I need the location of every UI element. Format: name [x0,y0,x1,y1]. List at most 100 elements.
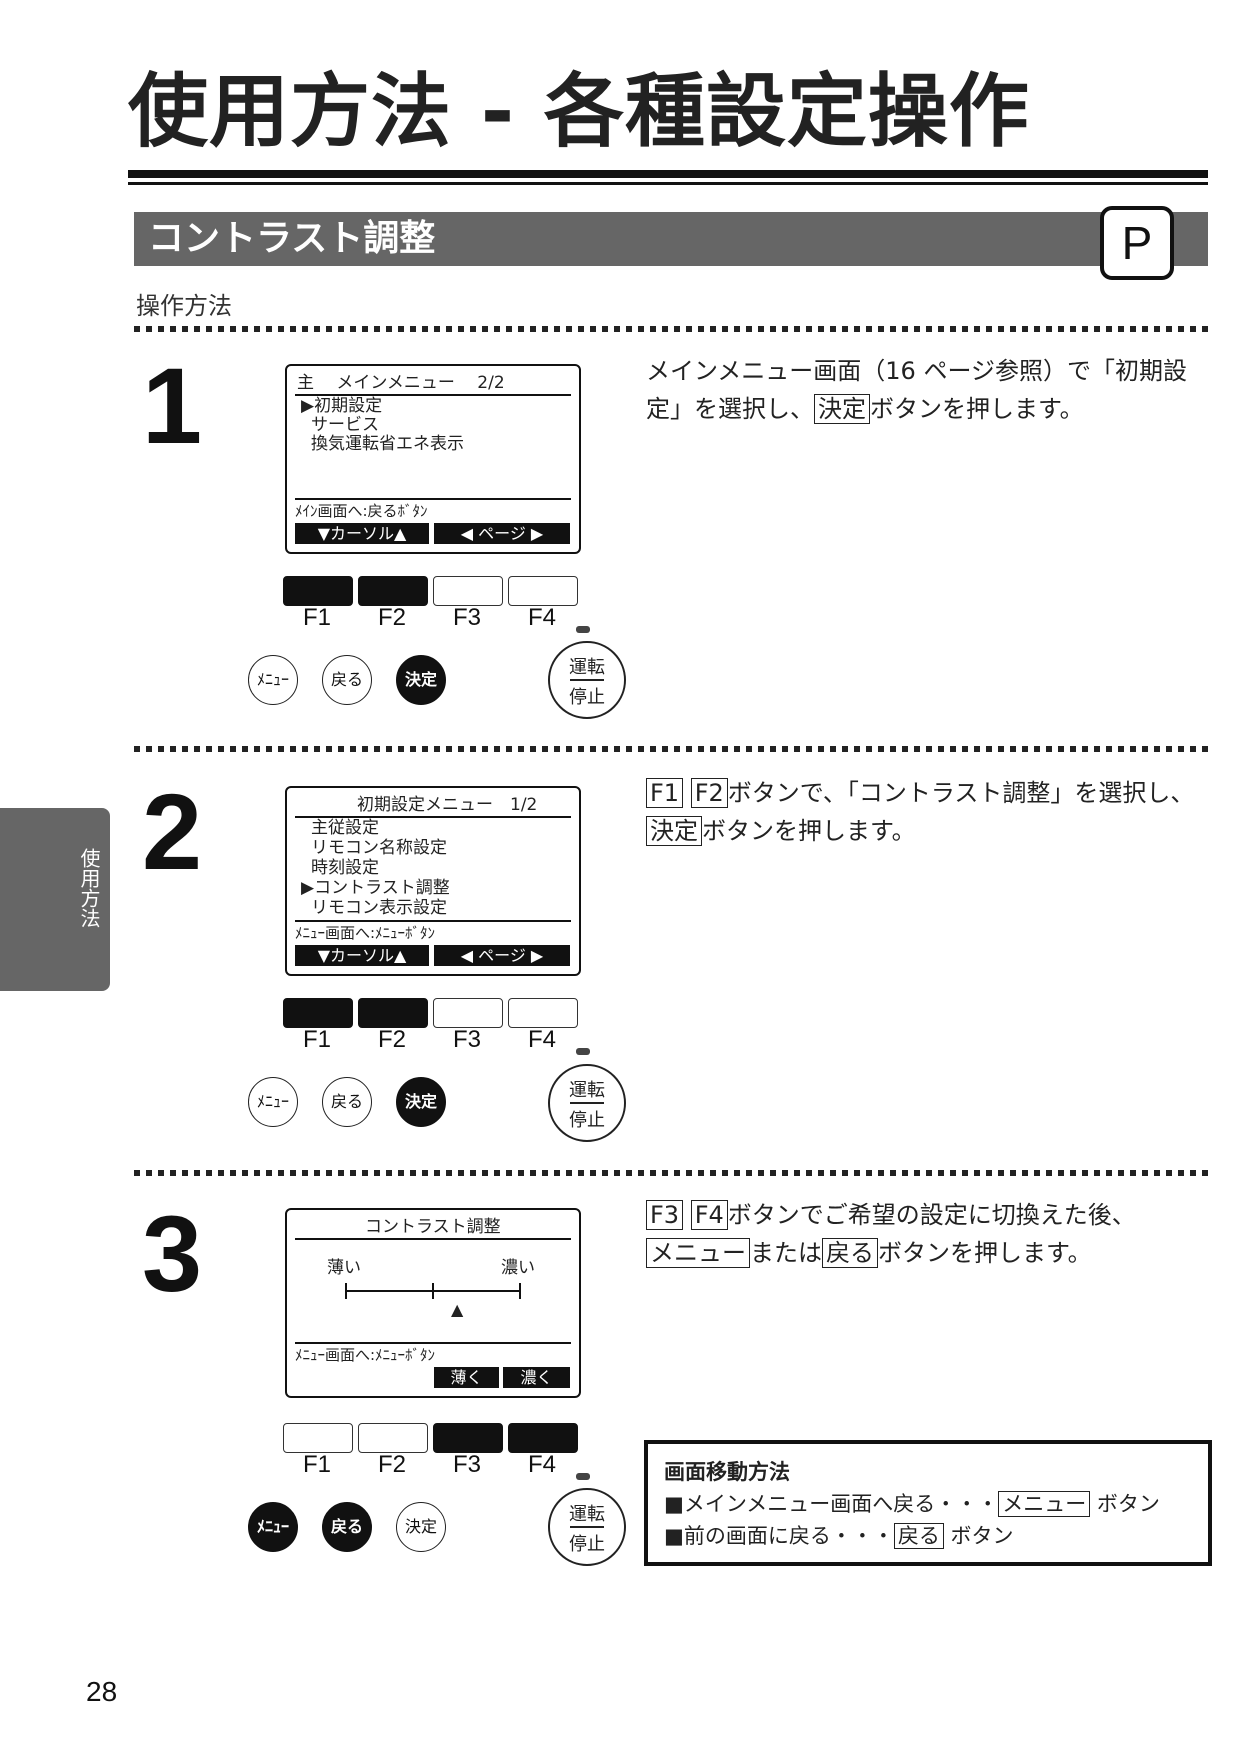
lcd-fbar-page: ◀ ページ ▶ [434,945,570,966]
lcd-fbar-darker: 濃く [503,1367,570,1388]
enter-key-label: 決定 [814,394,870,424]
run-stop-button[interactable]: 運転 停止 [548,1064,626,1142]
contrast-scale-tick [345,1283,347,1299]
f1-key[interactable] [283,576,353,606]
lcd-item: 主従設定 [311,818,379,838]
run-stop-separator [570,1102,604,1104]
lcd-divider [295,920,571,922]
desc-text: ボタンで、「コントラスト調整」を選択し、 [727,779,1195,807]
lcd-screen-main-menu: 主 メインメニュー 2/2 ▶初期設定 サービス 換気運転省エネ表示 ﾒｲﾝ画面… [285,364,581,554]
operation-subheading: 操作方法 [136,292,232,320]
f2-key[interactable] [358,998,428,1028]
f4-key[interactable] [508,576,578,606]
led-indicator [576,626,590,633]
desc-text: ボタンを押します。 [702,817,916,845]
side-tab [0,808,110,991]
f3-key[interactable] [433,1423,503,1453]
f3-label: F3 [452,1451,481,1478]
page-number: 28 [86,1676,118,1707]
title-rule-thin [128,182,1208,185]
desc-text: ボタンを押します。 [870,395,1084,423]
f1-key[interactable] [283,1423,353,1453]
f1-label: F1 [302,1451,331,1478]
desc-text: または [750,1239,822,1267]
enter-button[interactable]: 決定 [396,1077,446,1127]
f1-label: F1 [302,1026,331,1053]
led-indicator [576,1048,590,1055]
lcd-divider [295,1342,571,1344]
f3-key[interactable] [433,998,503,1028]
back-key-label: 戻る [893,1523,944,1549]
lcd-screen-initial-settings: 初期設定メニュー 1/2 主従設定 リモコン名称設定 時刻設定 ▶コントラスト調… [285,786,581,976]
f2-label: F2 [377,1026,406,1053]
run-stop-button[interactable]: 運転 停止 [548,641,626,719]
lcd-divider [295,498,571,500]
lcd-footer: ﾒﾆｭｰ画面へ:ﾒﾆｭｰﾎﾞﾀﾝ [295,924,436,942]
run-label: 運転 [569,657,605,678]
side-tab-label: 使用方法 [77,848,101,928]
f4-label: F4 [527,604,556,631]
f4-key-label: F4 [690,1200,728,1230]
section-title: コントラスト調整 [148,218,436,259]
f1-label: F1 [302,604,331,631]
f3-key[interactable] [433,576,503,606]
contrast-light-label: 薄い [327,1258,361,1278]
info-text: ■前の画面に戻る・・・ [664,1524,894,1548]
enter-button[interactable]: 決定 [396,655,446,705]
led-indicator [576,1473,590,1480]
enter-button[interactable]: 決定 [396,1502,446,1552]
back-button[interactable]: 戻る [322,1502,372,1552]
back-button[interactable]: 戻る [322,1077,372,1127]
f4-label: F4 [527,1451,556,1478]
lcd-item: ▶コントラスト調整 [301,878,450,898]
info-text: ■メインメニュー画面へ戻る・・・ [664,1492,999,1516]
info-box-title: 画面移動方法 [664,1460,790,1484]
stop-label: 停止 [569,687,605,708]
screen-navigation-box: 画面移動方法 ■メインメニュー画面へ戻る・・・メニュー ボタン ■前の画面に戻る… [644,1440,1212,1566]
contrast-dark-label: 濃い [501,1258,535,1278]
f3-label: F3 [452,1026,481,1053]
info-text: ボタン [1096,1492,1160,1516]
f1-key[interactable] [283,998,353,1028]
info-text: ボタン [950,1524,1014,1548]
f2-label: F2 [377,604,406,631]
contrast-scale-tick [519,1283,521,1299]
lcd-screen-contrast: コントラスト調整 薄い 濃い ▲ ﾒﾆｭｰ画面へ:ﾒﾆｭｰﾎﾞﾀﾝ 薄く 濃く [285,1208,581,1398]
f1-key-label: F1 [646,778,684,808]
lcd-divider [295,394,571,396]
menu-key-label: メニュー [646,1238,750,1268]
back-button[interactable]: 戻る [322,655,372,705]
lcd-footer: ﾒﾆｭｰ画面へ:ﾒﾆｭｰﾎﾞﾀﾝ [295,1346,436,1364]
f4-label: F4 [527,1026,556,1053]
menu-button[interactable]: ﾒﾆｭｰ [248,1077,298,1127]
menu-button[interactable]: ﾒﾆｭｰ [248,655,298,705]
contrast-scale-tick [432,1283,434,1299]
step-number: 3 [142,1193,203,1314]
lcd-item: 時刻設定 [311,858,379,878]
menu-button[interactable]: ﾒﾆｭｰ [248,1502,298,1552]
f2-key[interactable] [358,576,428,606]
lcd-header: 主 メインメニュー 2/2 [297,373,505,393]
desc-text: ボタンを押します。 [878,1239,1092,1267]
run-stop-button[interactable]: 運転 停止 [548,1488,626,1566]
desc-text: ボタンでご希望の設定に切換えた後、 [727,1201,1136,1229]
lcd-fbar-cursor: ▼カーソル▲ [295,945,429,966]
lcd-item: リモコン表示設定 [311,898,447,918]
back-key-label: 戻る [822,1238,878,1268]
info-line-main-menu: ■メインメニュー画面へ戻る・・・メニュー ボタン [664,1488,1160,1518]
dotted-divider [134,746,1208,752]
menu-key-label: メニュー [998,1491,1091,1517]
f3-label: F3 [452,604,481,631]
f4-key[interactable] [508,1423,578,1453]
stop-label: 停止 [569,1110,605,1131]
lcd-item: ▶初期設定 [301,396,383,416]
lcd-divider [295,816,571,818]
p-badge-icon: P [1100,206,1174,280]
contrast-position-marker: ▲ [451,1300,464,1319]
run-stop-separator [570,1526,604,1528]
f4-key[interactable] [508,998,578,1028]
f2-key-label: F2 [690,778,728,808]
f2-key[interactable] [358,1423,428,1453]
